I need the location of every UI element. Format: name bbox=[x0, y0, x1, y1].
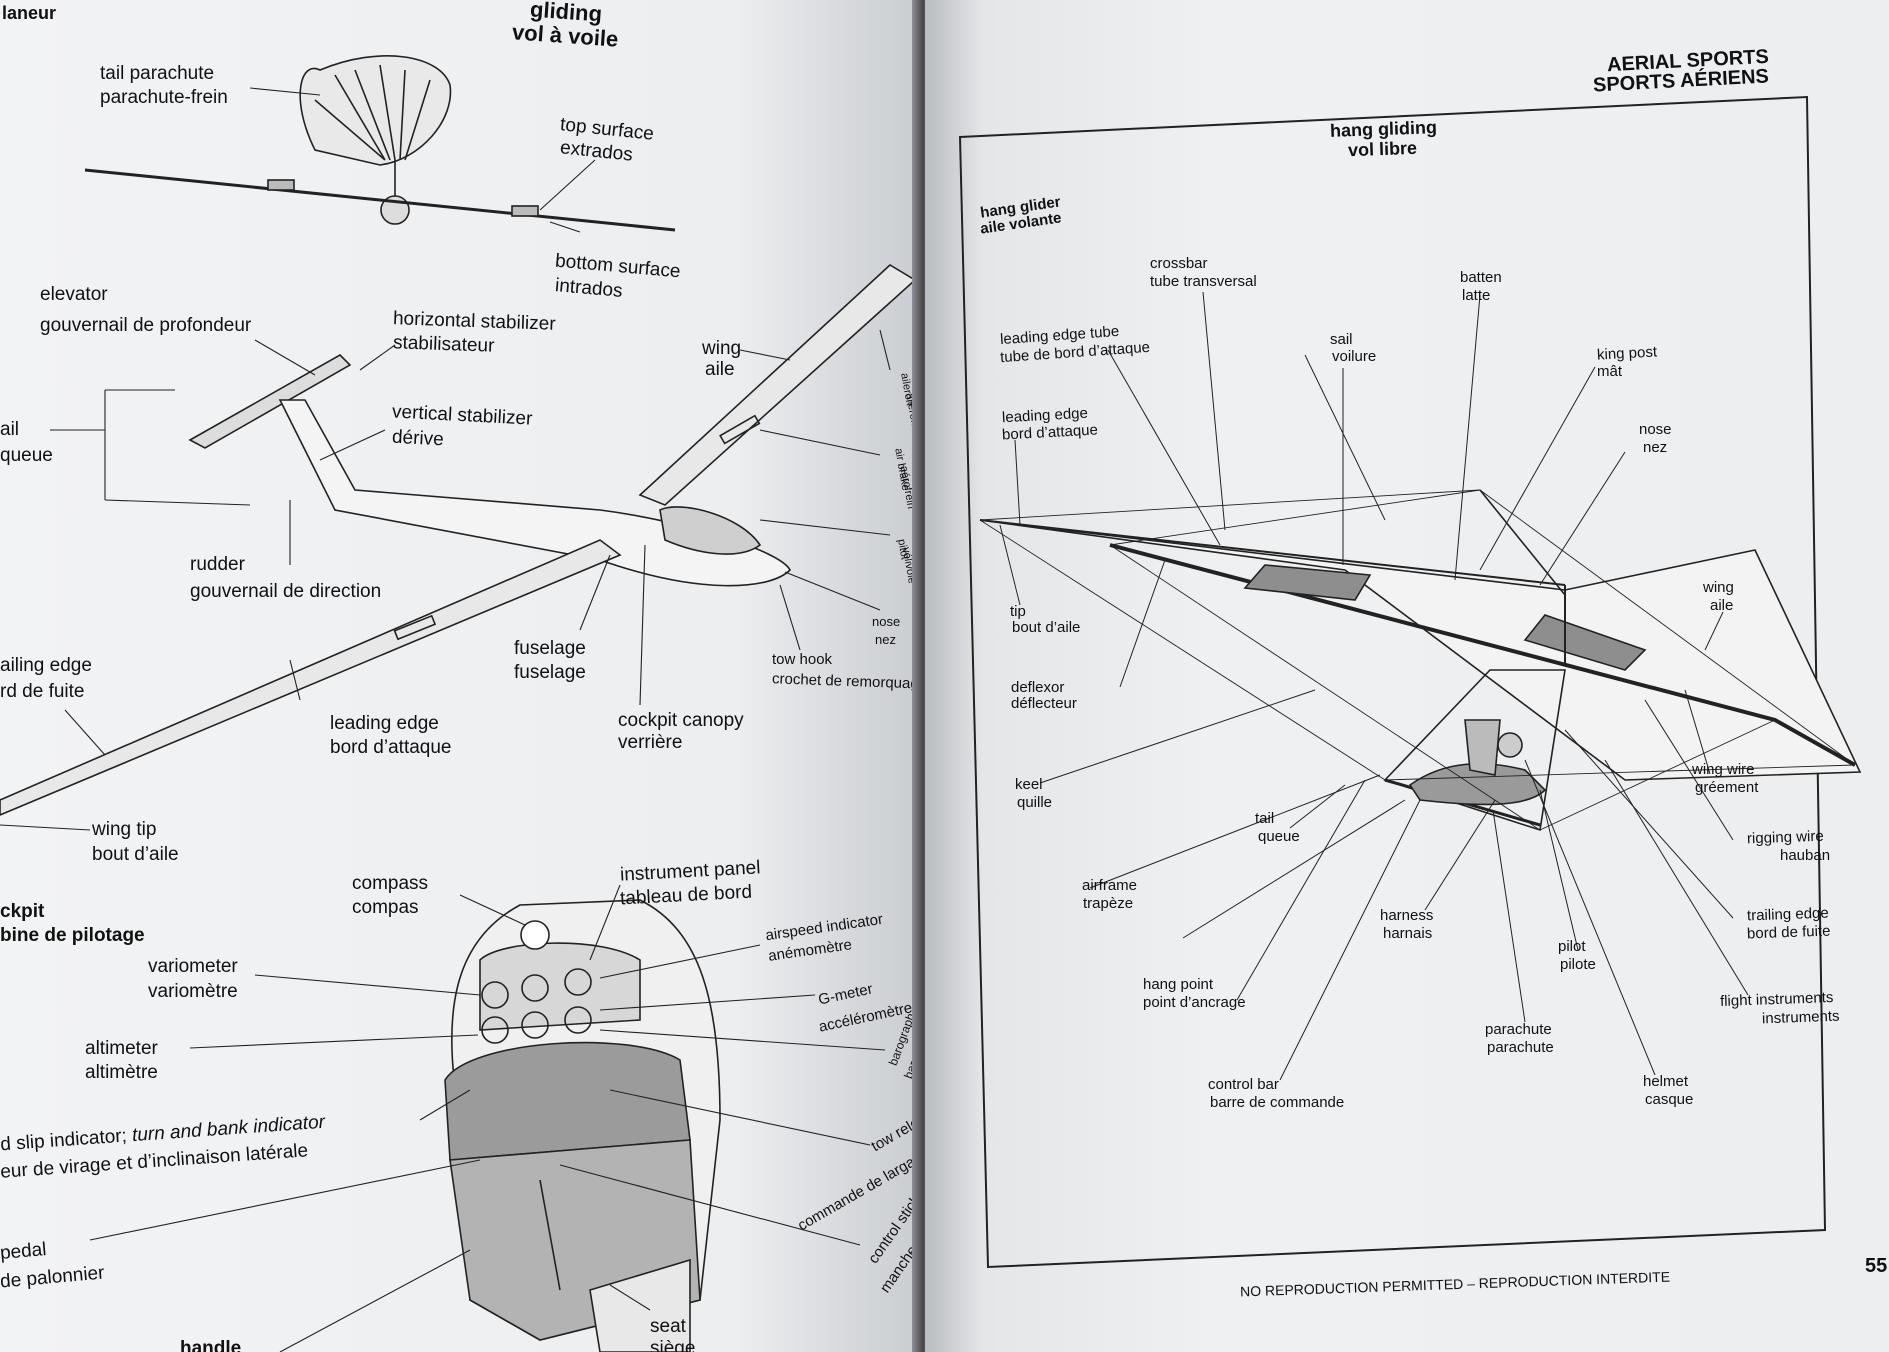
label-keel-fr: quille bbox=[1017, 794, 1053, 811]
label-fuselage-fr: fuselage bbox=[514, 662, 586, 683]
label-wing-tip-fr: bout d’aile bbox=[92, 844, 179, 865]
label-wing-wire-en: wing wire bbox=[1692, 761, 1755, 778]
label-nose-fr: nez bbox=[875, 632, 896, 647]
label-trailing-edge-fr: rd de fuite bbox=[0, 681, 85, 702]
label-rudder-en: rudder bbox=[190, 554, 245, 575]
label-cockpit-fr: bine de pilotage bbox=[0, 925, 145, 946]
label-leading-edge-fr: bord d’attaque bbox=[330, 737, 452, 758]
label-tail-en: tail bbox=[1255, 810, 1275, 827]
label-wing-en: wing bbox=[702, 338, 742, 359]
label-deflexor-en: deflexor bbox=[1011, 679, 1065, 696]
label-king-post-fr: mât bbox=[1597, 363, 1623, 380]
label-nose-fr: nez bbox=[1643, 439, 1668, 456]
label-tip-fr: bout d’aile bbox=[1012, 619, 1081, 636]
label-compass-fr: compas bbox=[352, 897, 419, 918]
label-cockpit-canopy-fr: verrière bbox=[618, 732, 683, 753]
label-sail-en: sail bbox=[1330, 331, 1353, 348]
label-leading-edge-en: leading edge bbox=[330, 713, 439, 734]
label-flight-instruments-fr: instruments bbox=[1761, 1007, 1840, 1028]
label-tip-en: tip bbox=[1010, 603, 1026, 620]
label-nose-en: nose bbox=[872, 614, 901, 629]
label-tail-parachute-en: tail parachute bbox=[100, 63, 215, 84]
label-variometer-en: variometer bbox=[148, 956, 238, 977]
label-rigging-wire-fr: hauban bbox=[1780, 847, 1831, 864]
label-rudder-fr: gouvernail de direction bbox=[190, 581, 382, 602]
label-wing-wire-fr: gréement bbox=[1695, 779, 1759, 796]
label-crossbar-en: crossbar bbox=[1150, 255, 1208, 272]
label-trailing-edge-fr: bord de fuite bbox=[1746, 922, 1831, 943]
label-tail-parachute-fr: parachute-frein bbox=[100, 87, 228, 108]
glider-illustration bbox=[0, 55, 917, 1352]
label-altimeter-fr: altimètre bbox=[85, 1062, 158, 1083]
label-tail-fr: queue bbox=[1258, 828, 1300, 845]
label-parachute-en: parachute bbox=[1485, 1021, 1552, 1038]
label-hang-point-fr: point d’ancrage bbox=[1143, 994, 1246, 1011]
label-cockpit-en: ckpit bbox=[0, 901, 45, 922]
label-cockpit-canopy-en: cockpit canopy bbox=[618, 710, 744, 731]
label-control-bar-fr: barre de commande bbox=[1210, 1094, 1345, 1111]
label-tow-hook-en: tow hook bbox=[772, 651, 833, 668]
label-batten-fr: latte bbox=[1462, 287, 1491, 304]
label-sail-fr: voilure bbox=[1332, 348, 1377, 365]
label-pedal-en: pedal bbox=[0, 1239, 48, 1264]
label-wing-tip-en: wing tip bbox=[92, 819, 157, 840]
label-elevator-fr: gouvernail de profondeur bbox=[40, 315, 252, 336]
label-control-bar-en: control bar bbox=[1208, 1076, 1279, 1093]
label-nose-en: nose bbox=[1639, 421, 1672, 438]
header-left: laneur bbox=[2, 3, 57, 23]
label-helmet-en: helmet bbox=[1643, 1073, 1689, 1090]
label-pilot-en: pilot bbox=[1558, 938, 1586, 955]
label-seat-fr: siège bbox=[650, 1338, 696, 1352]
right-page: AERIAL SPORTS SPORTS AÉRIENS hang glidin… bbox=[925, 0, 1889, 1352]
hang-glider-illustration bbox=[958, 95, 1862, 1269]
label-variometer-fr: variomètre bbox=[148, 981, 238, 1002]
label-wing-en: wing bbox=[1703, 579, 1734, 596]
label-vertical-stabilizer-fr: dérive bbox=[391, 426, 445, 451]
label-harness-fr: harnais bbox=[1383, 925, 1433, 942]
label-trailing-edge-en: ailing edge bbox=[0, 655, 92, 676]
label-elevator-en: elevator bbox=[40, 284, 108, 305]
label-compass-en: compass bbox=[352, 873, 429, 894]
right-title-fr: vol libre bbox=[1347, 137, 1418, 161]
label-tail-fr: queue bbox=[0, 445, 53, 466]
label-pilot-fr: pilote bbox=[1560, 956, 1596, 973]
label-parachute-fr: parachute bbox=[1487, 1039, 1554, 1056]
label-seat-en: seat bbox=[650, 1316, 686, 1337]
label-handle-en: handle bbox=[180, 1338, 242, 1352]
page-number: 55 bbox=[1865, 1255, 1888, 1277]
left-page: laneur gliding vol à voile tail parachut… bbox=[0, 0, 920, 1352]
label-keel-en: keel bbox=[1015, 776, 1043, 793]
label-helmet-fr: casque bbox=[1645, 1091, 1694, 1108]
label-deflexor-fr: déflecteur bbox=[1011, 695, 1077, 712]
label-fuselage-en: fuselage bbox=[514, 638, 586, 659]
label-altimeter-en: altimeter bbox=[85, 1038, 158, 1059]
label-wing-fr: aile bbox=[1710, 597, 1734, 614]
label-tail-en: ail bbox=[0, 419, 20, 440]
label-batten-en: batten bbox=[1460, 269, 1502, 286]
label-wing-fr: aile bbox=[705, 359, 735, 380]
label-harness-en: harness bbox=[1380, 907, 1434, 924]
label-crossbar-fr: tube transversal bbox=[1150, 273, 1257, 290]
label-airframe-en: airframe bbox=[1082, 877, 1138, 894]
label-hang-point-en: hang point bbox=[1143, 976, 1214, 993]
label-airframe-fr: trapèze bbox=[1083, 895, 1134, 912]
label-horizontal-stabilizer-fr: stabilisateur bbox=[392, 332, 495, 357]
